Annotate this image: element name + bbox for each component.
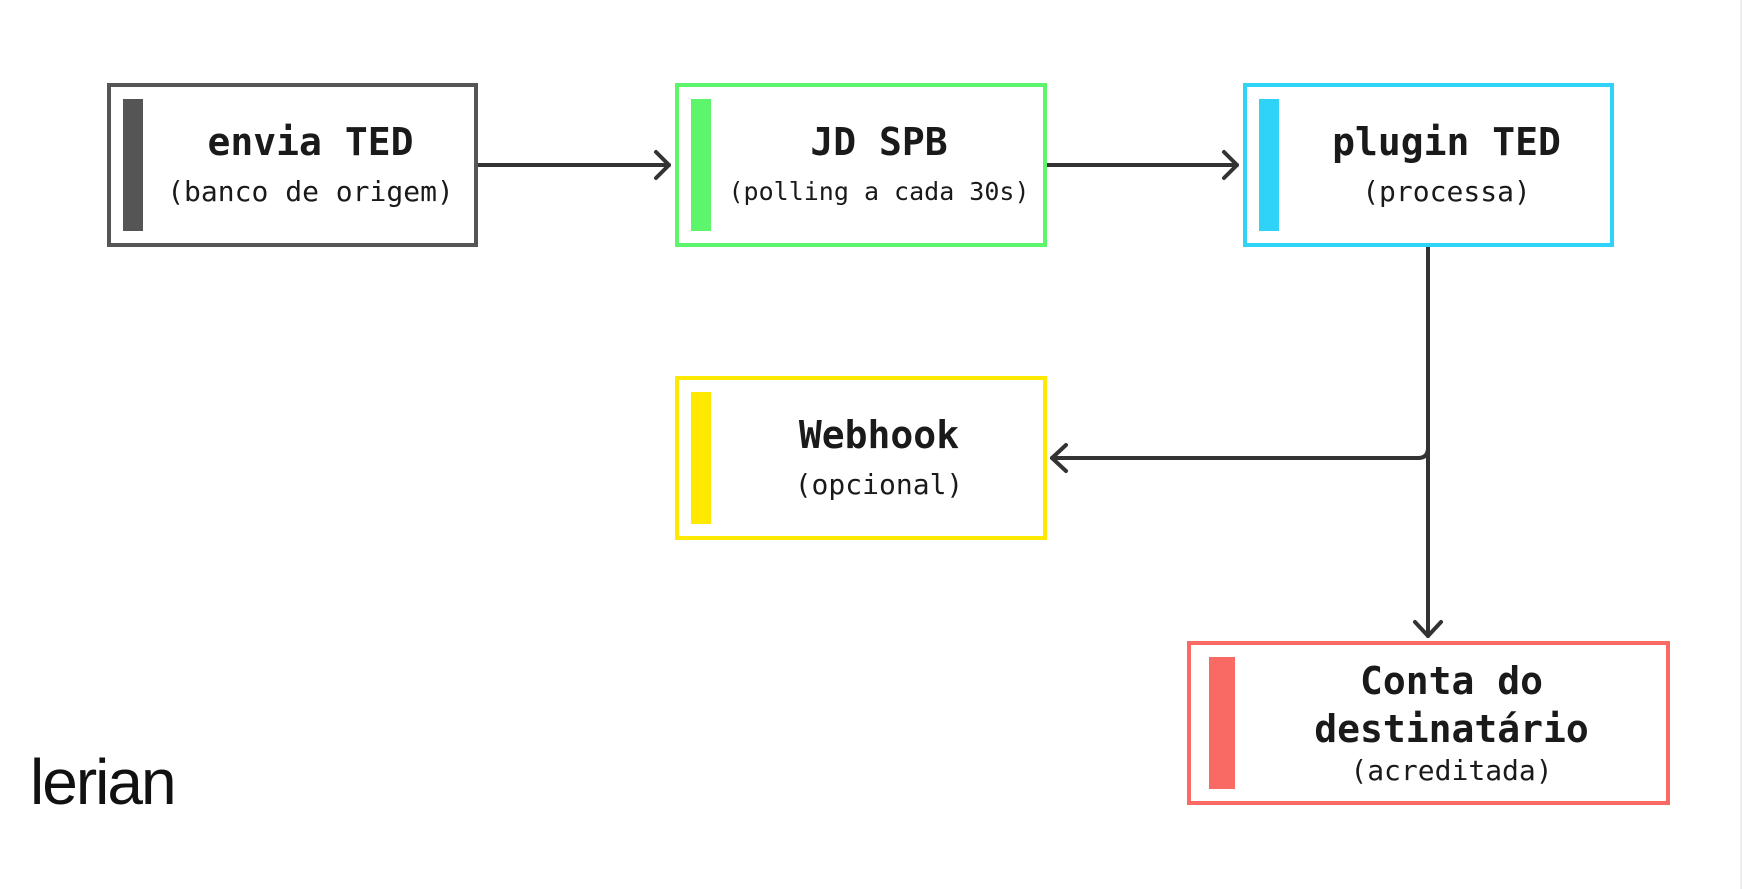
node-accent-bar xyxy=(1259,99,1279,231)
node-subtitle: (acreditada) xyxy=(1350,754,1553,787)
node-title: JD SPB xyxy=(810,120,948,164)
edge-jd-to-plugin xyxy=(1045,150,1239,180)
node-jd-spb: JD SPB (polling a cada 30s) xyxy=(675,83,1047,247)
edge-plugin-to-webhook xyxy=(1050,245,1430,473)
node-title-line-1: Conta do xyxy=(1359,659,1544,703)
lerian-logo: lerian xyxy=(30,746,177,818)
node-envia-ted: envia TED (banco de origem) xyxy=(107,83,478,247)
edge-envia-to-jd xyxy=(476,150,671,180)
node-subtitle: (banco de origem) xyxy=(167,175,454,208)
page-edge-divider xyxy=(1740,0,1742,889)
node-accent-bar xyxy=(1209,657,1235,789)
node-title: plugin TED xyxy=(1332,120,1561,164)
node-subtitle: (opcional) xyxy=(794,468,964,501)
node-accent-bar xyxy=(691,99,711,231)
node-accent-bar xyxy=(691,392,711,524)
node-webhook: Webhook (opcional) xyxy=(675,376,1047,540)
node-title-line-2: destinatário xyxy=(1314,707,1589,751)
node-conta-destinatario: Conta do destinatário (acreditada) xyxy=(1187,641,1670,805)
edge-plugin-to-conta xyxy=(1413,446,1443,638)
node-title: envia TED xyxy=(207,120,414,164)
node-title: Webhook xyxy=(798,413,960,457)
node-plugin-ted: plugin TED (processa) xyxy=(1243,83,1614,247)
node-subtitle: (processa) xyxy=(1362,175,1531,208)
node-accent-bar xyxy=(123,99,143,231)
node-subtitle: (polling a cada 30s) xyxy=(728,177,1030,206)
